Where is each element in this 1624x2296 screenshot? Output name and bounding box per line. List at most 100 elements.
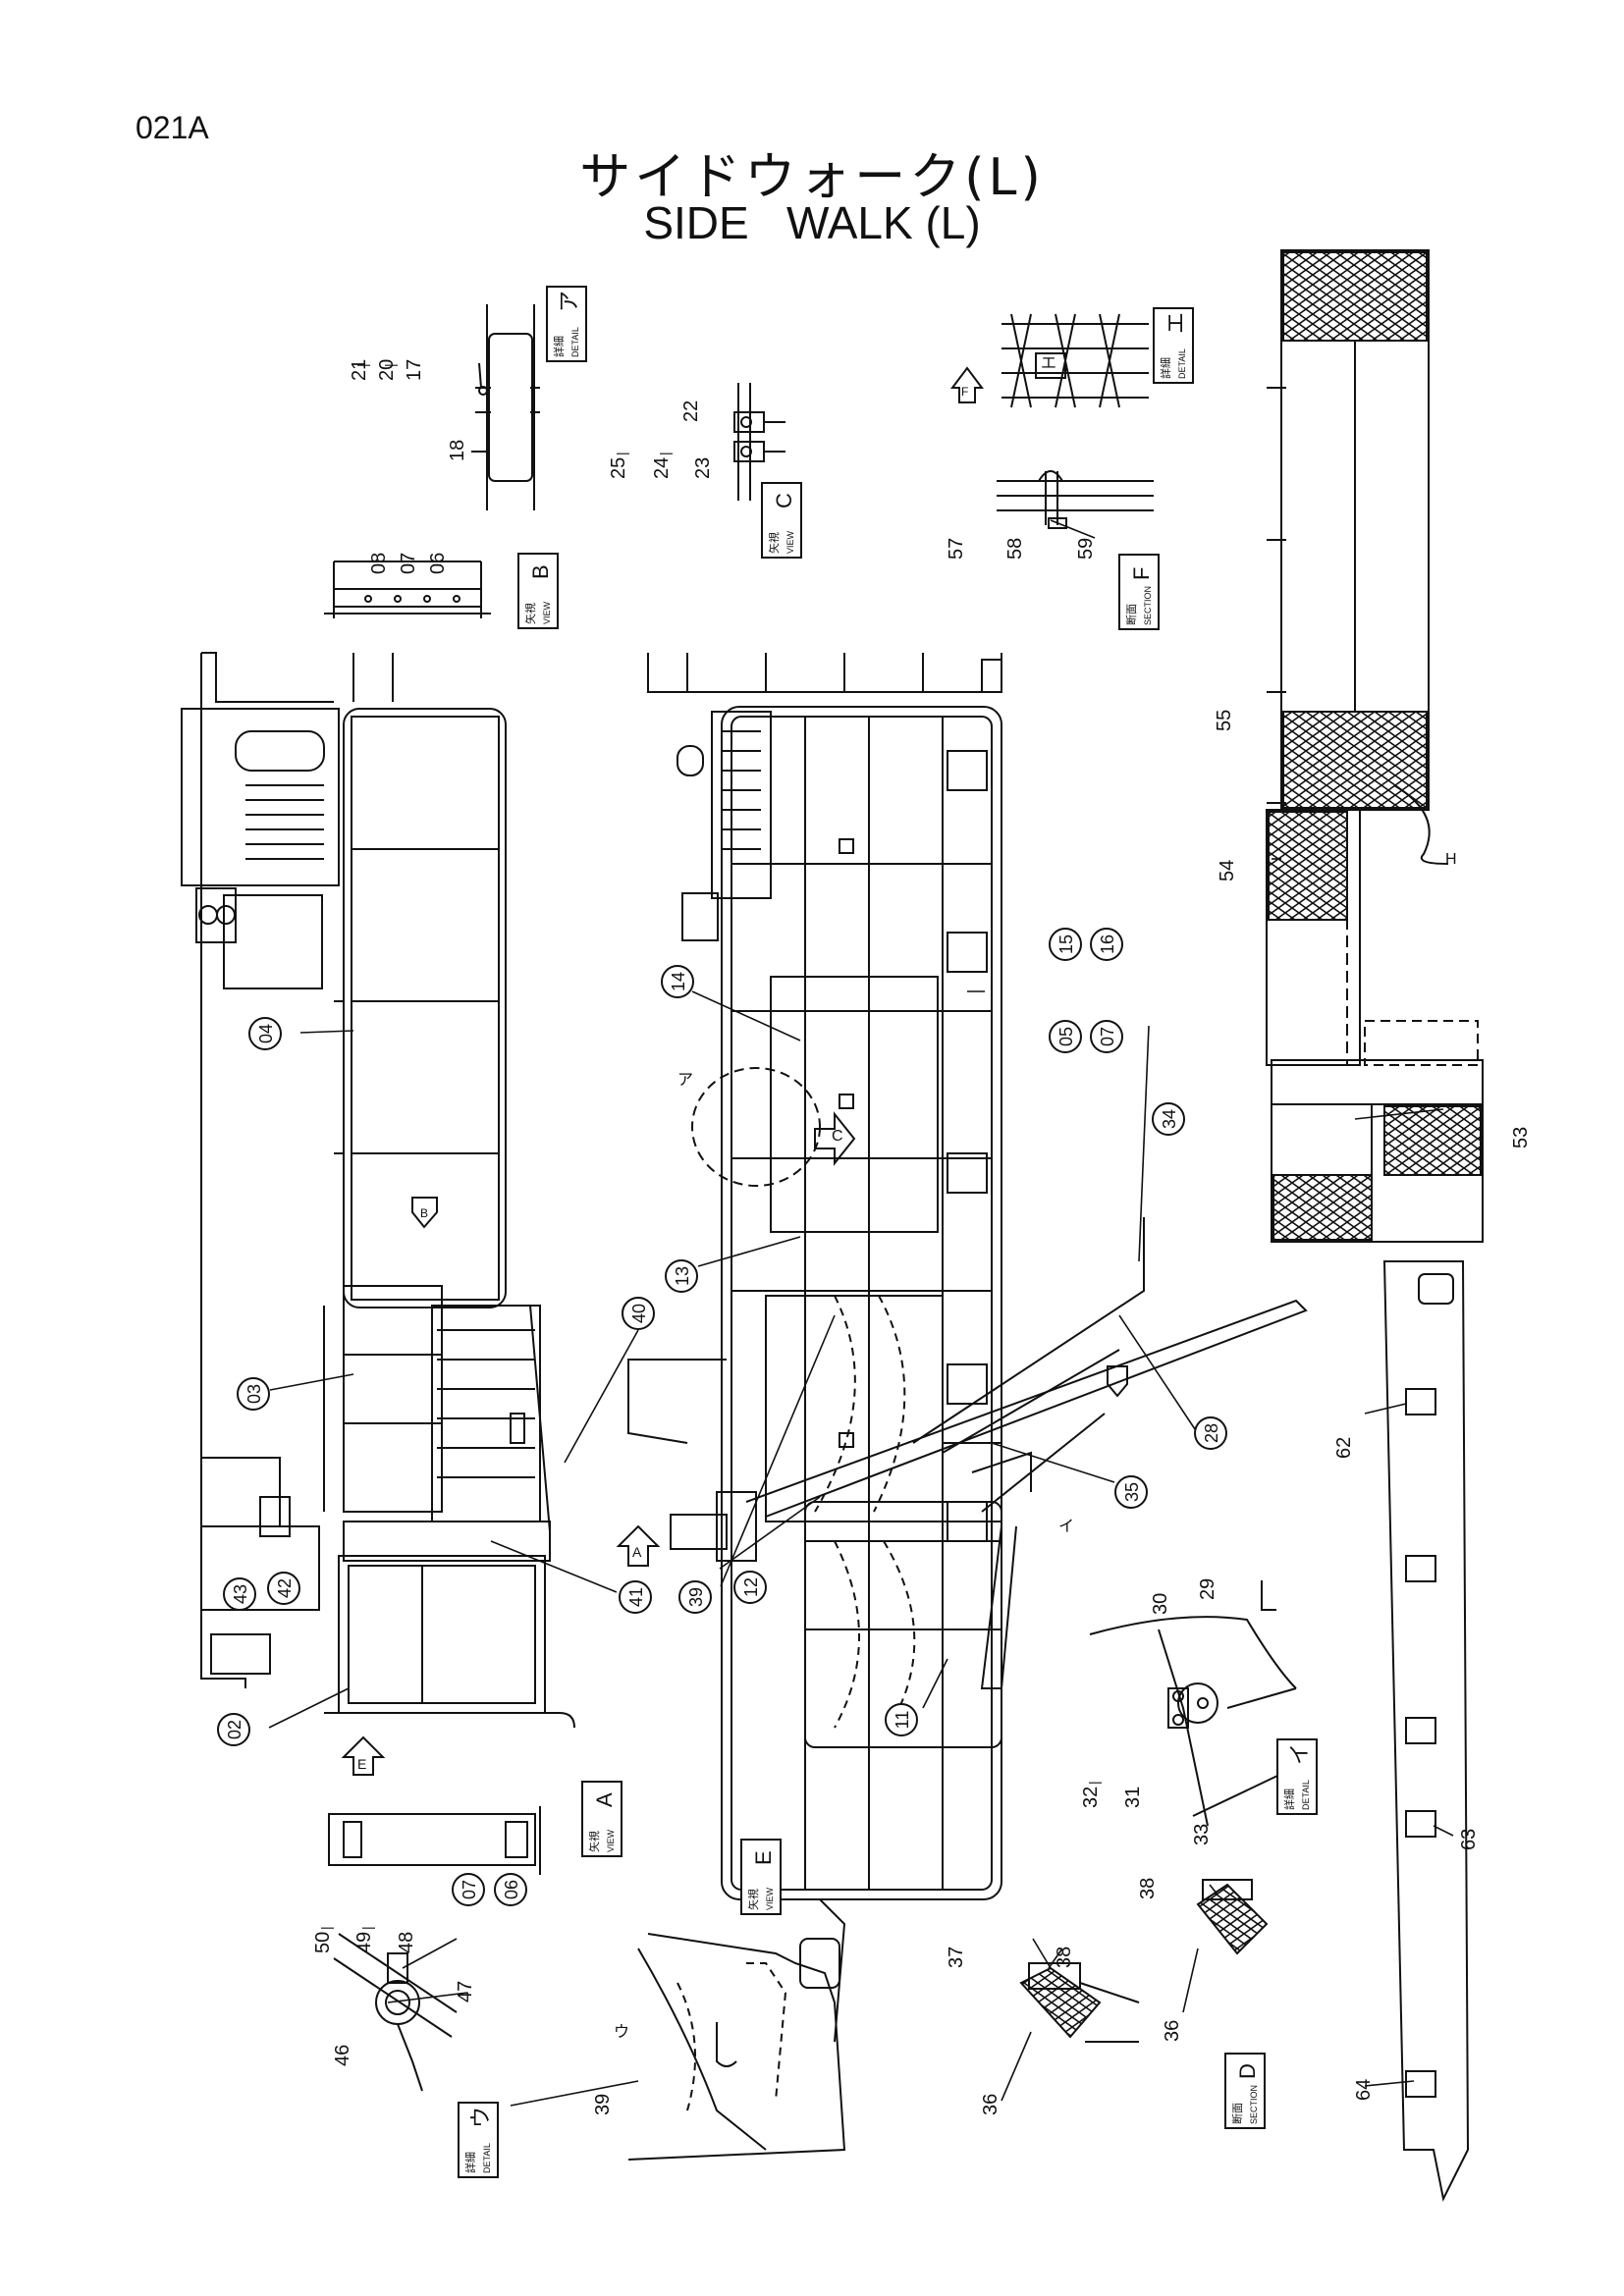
svg-text:42: 42 <box>275 1578 295 1598</box>
label-62: 62 <box>1333 1437 1355 1459</box>
label-08: 08 <box>368 553 390 574</box>
svg-text:DETAIL: DETAIL <box>570 327 580 357</box>
svg-text:矢視: 矢視 <box>767 532 781 554</box>
svg-text:41: 41 <box>626 1587 646 1607</box>
detail-i-sketch <box>1089 1580 1297 1827</box>
label-32: 32 <box>1080 1787 1102 1808</box>
callout-04: 04 <box>248 1017 282 1050</box>
dash: | <box>359 1926 375 1930</box>
tag-view-c: 矢視 VIEW C <box>761 482 802 559</box>
callout-39: 39 <box>678 1580 712 1614</box>
label-31: 31 <box>1122 1787 1144 1808</box>
right-walk-plan <box>1266 249 1484 1243</box>
svg-text:矢視: 矢視 <box>523 603 537 624</box>
label-17: 17 <box>404 359 425 381</box>
marker-detail-i: イ <box>1058 1519 1074 1535</box>
marker-detail-e: エ <box>1041 355 1056 372</box>
callout-05: 05 <box>1049 1020 1082 1053</box>
title-english: SIDE WALK (L) <box>643 197 981 248</box>
label-37: 37 <box>946 1947 967 1968</box>
part-number-labels: 21 | 20 | 17 18 08 07 06 22 25 | 24 | 23… <box>312 359 1532 2115</box>
svg-text:05: 05 <box>1056 1027 1076 1046</box>
callout-11: 11 <box>885 1703 918 1736</box>
callout-35: 35 <box>1114 1475 1148 1509</box>
label-49: 49 <box>353 1932 375 1953</box>
label-20: 20 <box>376 359 398 381</box>
label-23: 23 <box>692 457 714 479</box>
svg-text:15: 15 <box>1056 934 1076 954</box>
svg-text:E: E <box>357 1756 366 1772</box>
svg-text:詳細: 詳細 <box>1282 1789 1296 1810</box>
view-b-sketch <box>324 561 491 618</box>
tag-view-b: 矢視 VIEW B <box>517 553 559 629</box>
callout-07a: 07 <box>1090 1020 1123 1053</box>
tag-detail-e: 詳細 DETAIL エ <box>1153 307 1194 384</box>
label-47: 47 <box>455 1981 476 2002</box>
label-33: 33 <box>1191 1824 1213 1845</box>
callout-13: 13 <box>665 1259 698 1293</box>
label-57: 57 <box>946 538 967 560</box>
long-handrail <box>1382 1260 1470 2203</box>
dash: | <box>1086 1781 1102 1785</box>
svg-text:イ: イ <box>1287 1743 1312 1765</box>
svg-text:A: A <box>632 1544 642 1560</box>
svg-text:断面: 断面 <box>1230 2103 1244 2124</box>
svg-text:02: 02 <box>225 1720 244 1739</box>
svg-text:43: 43 <box>231 1584 250 1604</box>
label-29: 29 <box>1197 1578 1218 1600</box>
svg-text:35: 35 <box>1122 1482 1142 1502</box>
label-48: 48 <box>396 1932 417 1953</box>
dash: | <box>354 363 370 367</box>
view-e-sketch <box>627 1898 846 2161</box>
svg-text:12: 12 <box>741 1577 761 1597</box>
label-39: 39 <box>592 2094 614 2115</box>
svg-text:F: F <box>1129 567 1154 580</box>
svg-text:エ: エ <box>1164 312 1188 334</box>
label-64: 64 <box>1353 2079 1375 2101</box>
callout-43: 43 <box>223 1577 256 1611</box>
section-f-sketch <box>997 470 1154 529</box>
callout-28: 28 <box>1194 1416 1227 1450</box>
label-36b: 36 <box>1162 2020 1183 2042</box>
detail-a-sketch <box>471 304 540 510</box>
marker-detail-a: ア <box>677 1072 693 1089</box>
dash: | <box>657 452 673 455</box>
title-japanese: サイドウォーク(L) <box>579 148 1045 207</box>
callout-14: 14 <box>661 965 694 998</box>
svg-text:14: 14 <box>669 972 688 991</box>
arrow-view-e: E <box>341 1735 386 1776</box>
svg-text:SECTION: SECTION <box>1143 586 1153 625</box>
svg-text:07: 07 <box>460 1880 479 1899</box>
callout-42: 42 <box>267 1572 300 1605</box>
svg-text:D: D <box>1235 2063 1260 2079</box>
view-a-sketch <box>328 1806 541 1875</box>
svg-text:矢視: 矢視 <box>746 1889 760 1910</box>
label-55: 55 <box>1214 710 1235 731</box>
label-30: 30 <box>1150 1593 1171 1615</box>
svg-text:04: 04 <box>256 1024 276 1043</box>
svg-text:06: 06 <box>502 1880 521 1899</box>
tag-detail-u: 詳細 DETAIL ウ <box>458 2102 499 2178</box>
dash: | <box>614 452 629 455</box>
svg-text:F: F <box>961 385 968 399</box>
view-arrows: A E F H C B ア イ ウ エ <box>341 355 1457 2041</box>
label-18: 18 <box>447 440 468 461</box>
svg-text:VIEW: VIEW <box>785 530 795 554</box>
dash: | <box>318 1926 334 1930</box>
marker-h: H <box>1445 851 1457 868</box>
label-24: 24 <box>651 457 673 479</box>
svg-text:11: 11 <box>893 1711 912 1730</box>
label-50: 50 <box>312 1932 334 1953</box>
callout-15: 15 <box>1049 928 1082 961</box>
svg-text:A: A <box>592 1792 617 1807</box>
marker-b: B <box>420 1206 428 1220</box>
svg-text:DETAIL: DETAIL <box>1177 348 1187 379</box>
tag-detail-a: 詳細 DETAIL ア <box>546 286 587 362</box>
callout-03: 03 <box>237 1377 270 1411</box>
svg-text:詳細: 詳細 <box>552 336 566 357</box>
arrow-view-f: F <box>950 366 984 403</box>
callout-41: 41 <box>619 1580 652 1614</box>
label-54: 54 <box>1217 860 1238 881</box>
label-63: 63 <box>1458 1829 1480 1850</box>
